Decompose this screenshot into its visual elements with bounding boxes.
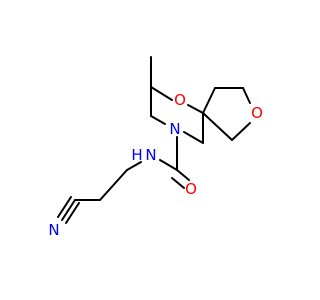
bond-c-o-ring — [150, 86, 173, 101]
atom-o-ring-right: O — [251, 104, 263, 122]
bond-spiro-top — [202, 87, 216, 114]
bond-cn-1 — [61, 199, 76, 221]
atom-n-amide: N — [145, 146, 156, 164]
bond-co-2 — [171, 177, 185, 189]
bond-ch2-n2 — [183, 131, 204, 144]
atom-n-nitrile: N — [48, 221, 59, 239]
bond-o-spiro — [187, 104, 204, 114]
atom-h-amide: H — [131, 146, 142, 164]
atom-o-ring-top: O — [174, 91, 186, 109]
atom-n-ring: N — [169, 120, 180, 138]
bond-nh-ch2 — [126, 161, 142, 171]
bond-carbonyl-nh — [159, 159, 178, 171]
bond-ch2-n — [150, 115, 166, 125]
bond-cn-2 — [65, 202, 80, 224]
structure-diagram: O O N N H O N — [48, 56, 263, 239]
bond-ch2-ch2 — [99, 169, 128, 201]
bond-layer — [57, 56, 251, 224]
bond-co-1 — [176, 169, 190, 181]
bond-cn-3 — [57, 196, 72, 218]
atom-layer: O O N N H O N — [48, 91, 263, 239]
bond-o-bottom — [231, 122, 251, 141]
atom-o-carbonyl: O — [185, 180, 197, 198]
bond-bottom-spiro — [202, 112, 233, 141]
bond-right-o — [242, 87, 251, 104]
